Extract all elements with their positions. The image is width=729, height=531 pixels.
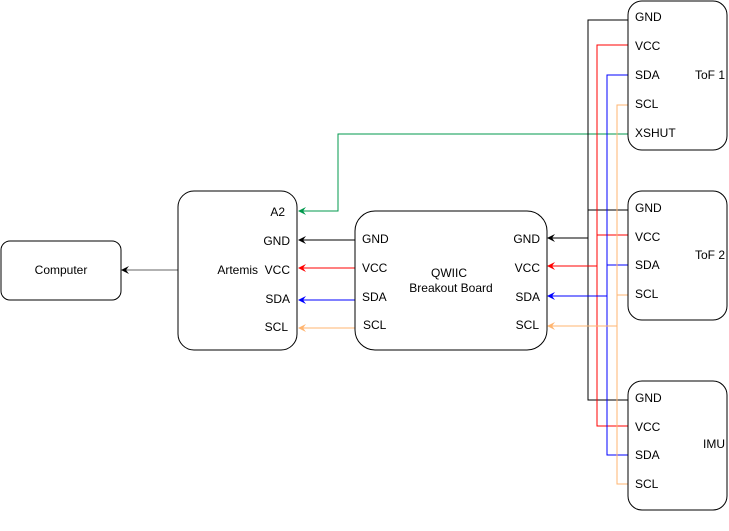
qwiic-left-pin-vcc: VCC [362,261,388,275]
qwiic-right-pin-gnd: GND [513,232,540,246]
tof1-pin-xshut: XSHUT [635,126,676,140]
tof2-pin-vcc: VCC [635,230,661,244]
computer-node: Computer [0,240,122,301]
tof1-pin-scl: SCL [635,97,659,111]
imu-label: IMU [703,437,725,451]
tof1-node: ToF 1 GND VCC SDA SCL XSHUT [627,0,728,151]
tof2-pin-sda: SDA [635,258,660,272]
qwiic-right-pin-vcc: VCC [515,261,541,275]
wires [121,19,628,485]
tof2-pin-scl: SCL [635,287,659,301]
imu-pin-vcc: VCC [635,420,661,434]
tof1-pin-sda: SDA [635,68,660,82]
qwiic-node: QWIIC Breakout Board GND VCC SDA SCL GND… [354,210,548,351]
artemis-pin-sda: SDA [265,292,290,306]
qwiic-left-pin-scl: SCL [363,318,387,332]
imu-pin-gnd: GND [635,391,662,405]
tof2-pin-gnd: GND [635,201,662,215]
qwiic-label-line1: QWIIC [431,266,467,280]
tof2-label: ToF 2 [695,248,725,262]
artemis-node: Artemis A2 GND VCC SDA SCL [177,190,298,351]
tof1-label: ToF 1 [695,68,725,82]
qwiic-right-pin-scl: SCL [516,318,540,332]
artemis-pin-gnd: GND [263,234,290,248]
tof1-pin-gnd: GND [635,10,662,24]
qwiic-label-line2: Breakout Board [409,281,492,295]
artemis-label: Artemis [217,263,258,277]
wire-xshut [298,133,628,215]
computer-label: Computer [35,263,88,277]
imu-node: IMU GND VCC SDA SCL [627,380,728,511]
tof2-node: ToF 2 GND VCC SDA SCL [627,190,728,321]
tof1-pin-vcc: VCC [635,39,661,53]
imu-pin-scl: SCL [635,477,659,491]
qwiic-right-pin-sda: SDA [515,290,540,304]
artemis-pin-scl: SCL [265,320,289,334]
artemis-pin-a2: A2 [270,205,285,219]
imu-pin-sda: SDA [635,448,660,462]
qwiic-left-pin-sda: SDA [362,290,387,304]
qwiic-left-pin-gnd: GND [362,232,389,246]
artemis-pin-vcc: VCC [265,263,291,277]
